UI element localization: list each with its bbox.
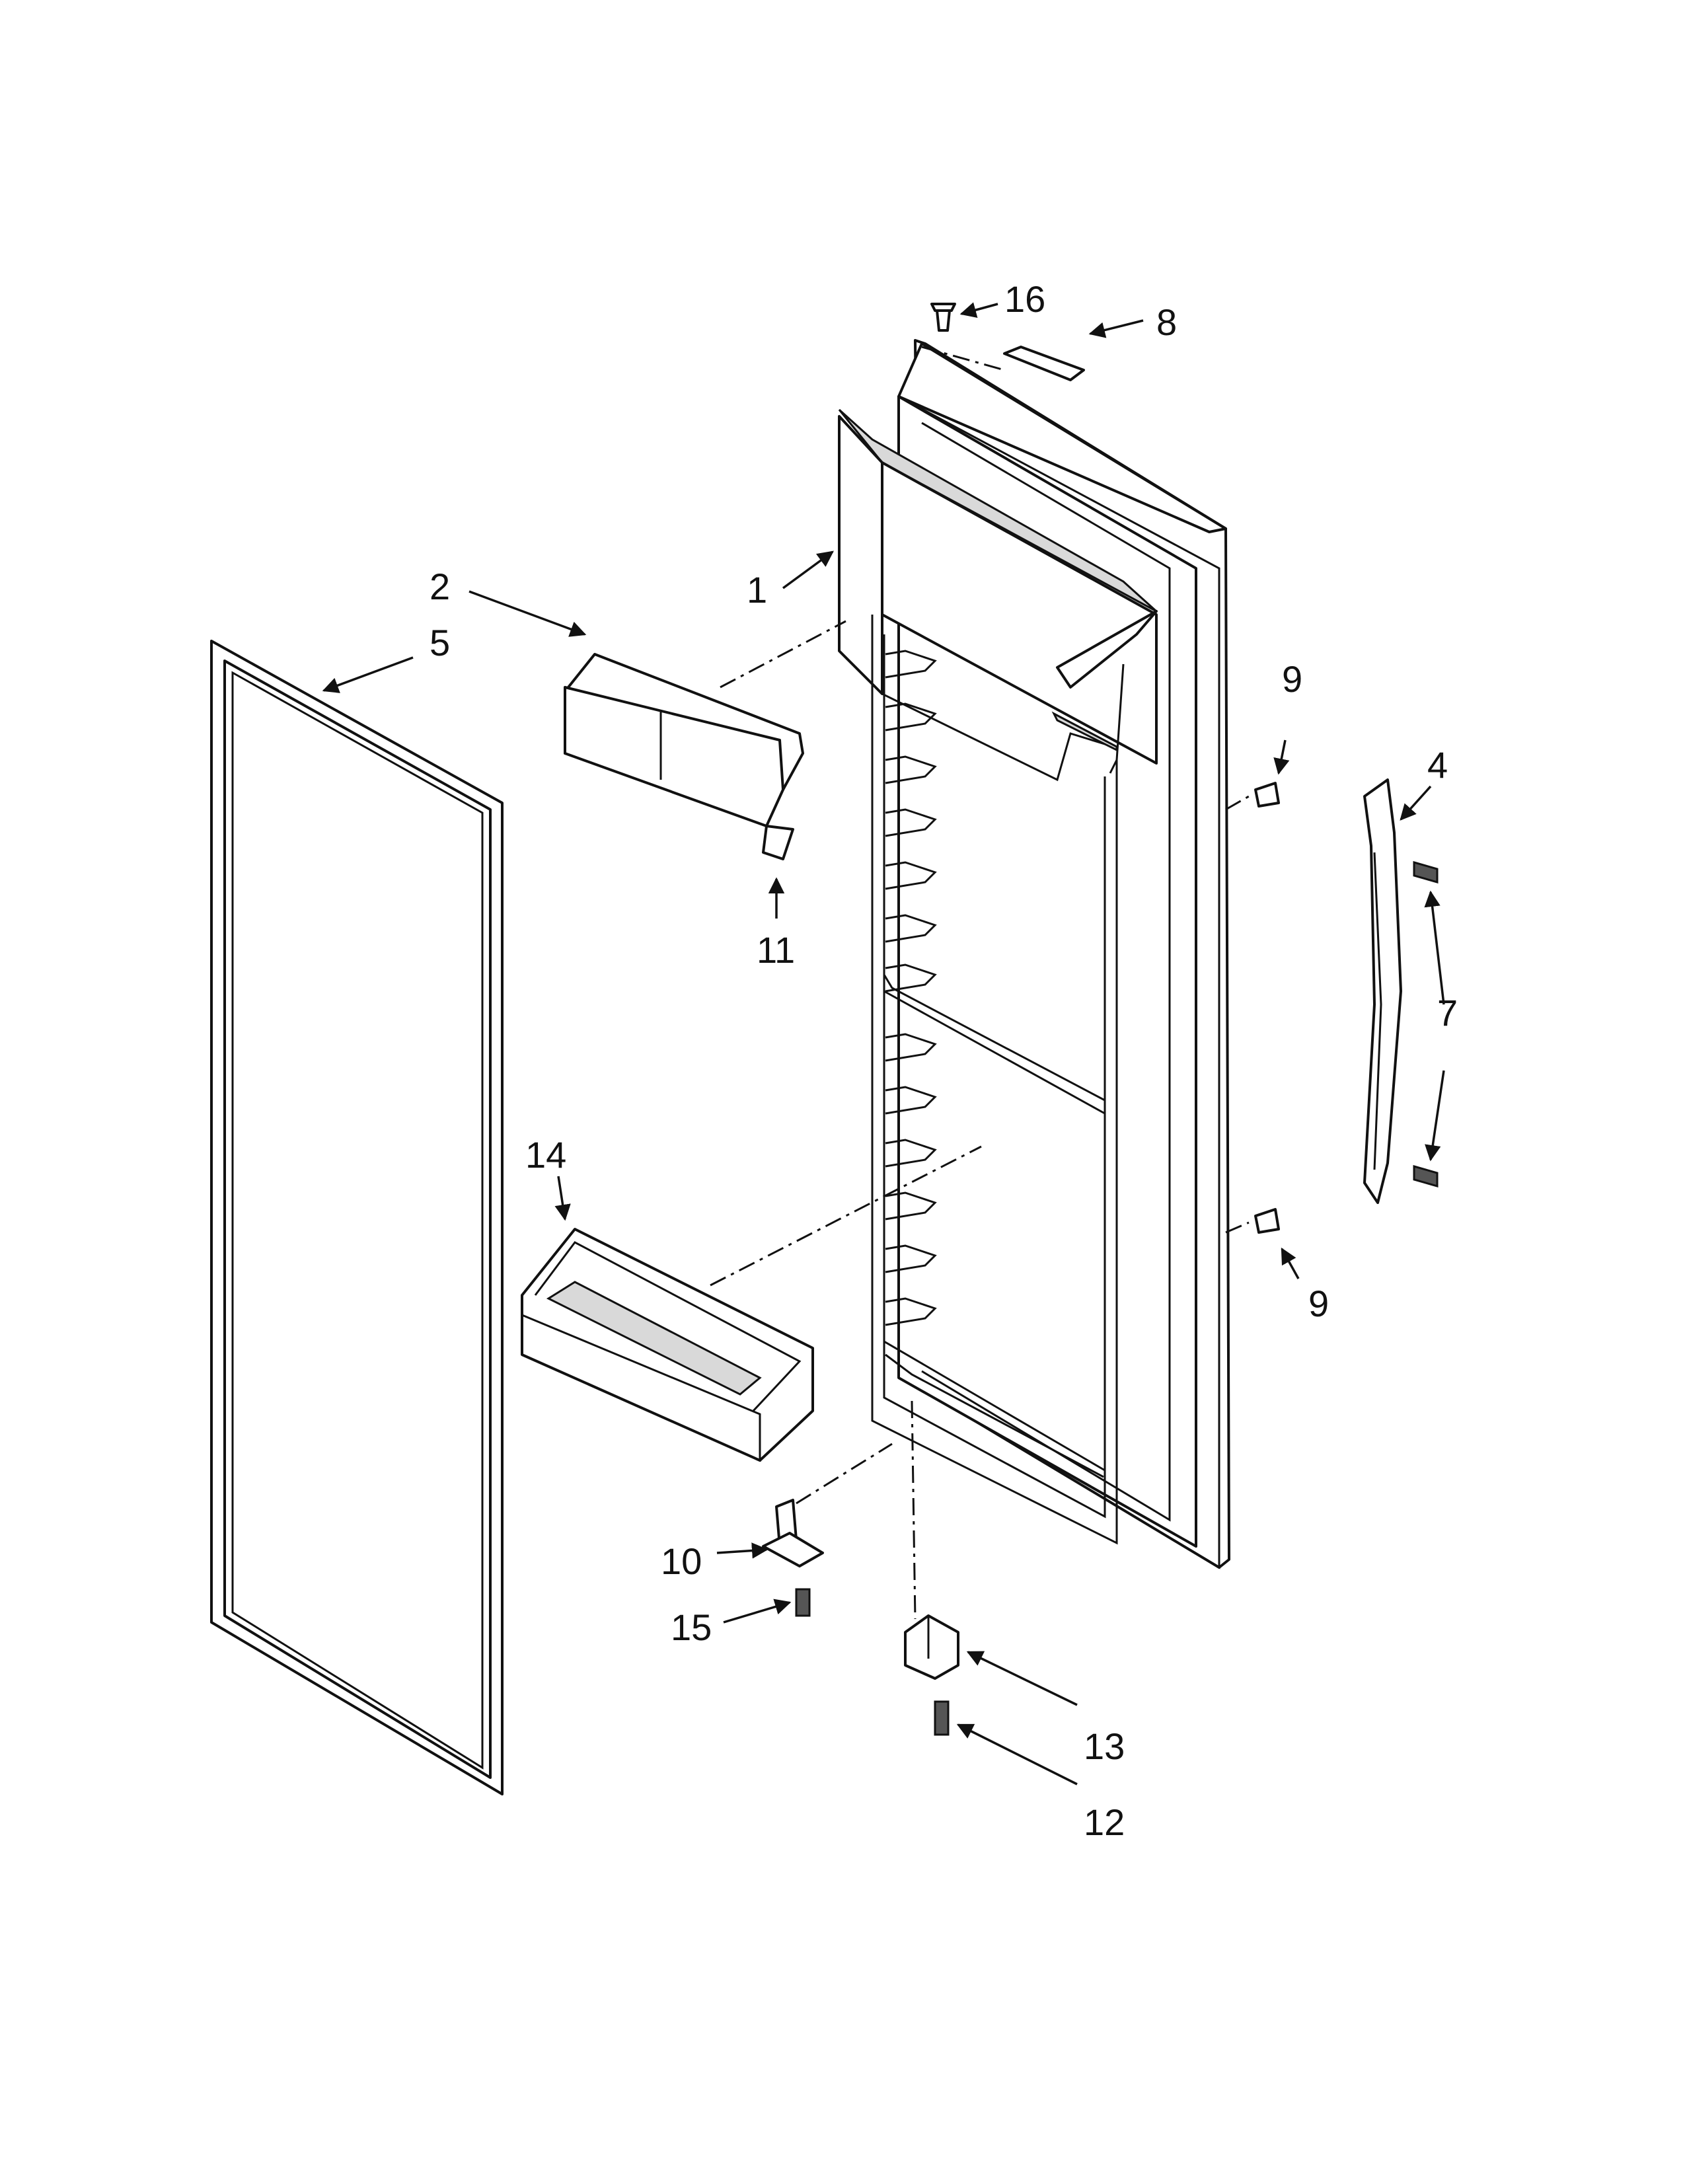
door-gasket [210, 640, 504, 1795]
hinge-screw-lower [934, 1700, 950, 1736]
handle-screw-bottom [1413, 1165, 1439, 1187]
screw-upper [1254, 782, 1280, 808]
callout-16: 16 [1004, 278, 1046, 320]
dispenser-cover [564, 653, 804, 860]
callout-4: 4 [1427, 744, 1448, 786]
bottom-hinge-bracket [904, 1614, 959, 1680]
plug [930, 303, 956, 332]
callout-13: 13 [1084, 1725, 1125, 1767]
callout-2: 2 [430, 566, 451, 607]
door-bin [521, 1228, 814, 1462]
alignment-lines [710, 346, 1250, 1620]
callout-5: 5 [430, 622, 451, 663]
callout-7: 7 [1437, 992, 1458, 1034]
callout-9-lower: 9 [1308, 1283, 1329, 1324]
callout-12: 12 [1084, 1801, 1125, 1843]
callout-15: 15 [671, 1606, 712, 1648]
badge [1003, 346, 1085, 381]
callout-9-upper: 9 [1282, 658, 1303, 700]
door-handle [1363, 778, 1402, 1204]
liner-shelf-ribs [885, 650, 937, 1326]
callout-11: 11 [757, 929, 796, 971]
leader-lines [322, 302, 1445, 1786]
hinge-screw [795, 1588, 811, 1617]
callout-8: 8 [1156, 301, 1178, 343]
screw-lower [1254, 1208, 1280, 1234]
door-liner [838, 395, 1197, 1548]
hinge-pin [762, 1499, 824, 1567]
handle-screw-top [1413, 861, 1439, 884]
callout-1: 1 [747, 569, 768, 611]
callout-14: 14 [525, 1134, 567, 1176]
callout-10: 10 [661, 1540, 702, 1582]
